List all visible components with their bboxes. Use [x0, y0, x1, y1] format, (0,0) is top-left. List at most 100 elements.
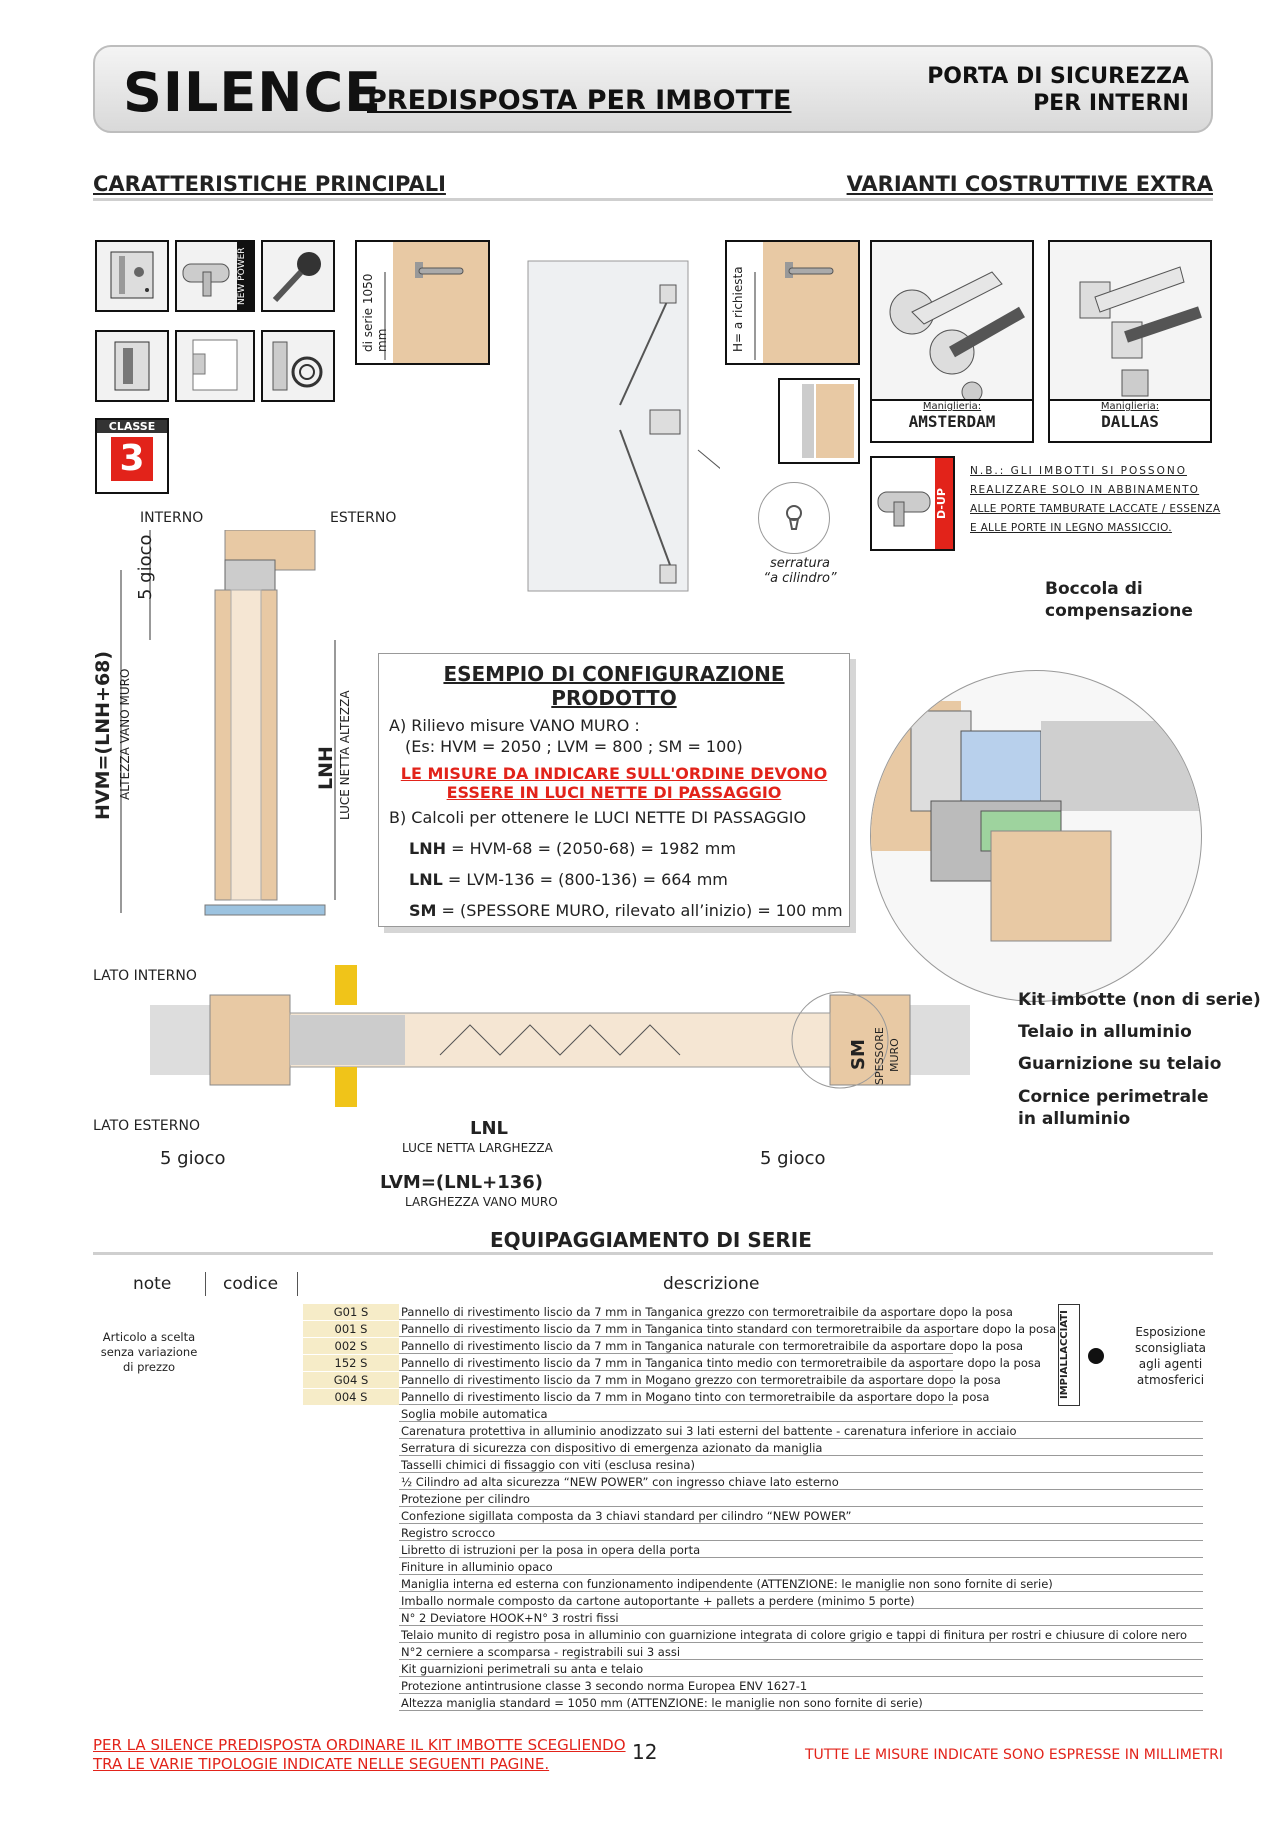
key-thumbnail [261, 240, 335, 312]
example-warning-line2: ESSERE IN LUCI NETTE DI PASSAGGIO [446, 783, 782, 802]
footer-order-line1: PER LA SILENCE PREDISPOSTA ORDINARE IL K… [93, 1736, 626, 1754]
keyhole-icon [786, 505, 802, 530]
lock-caption: serratura “a cilindro” [760, 556, 840, 586]
nb-line: ALLE PORTE TAMBURATE LACCATE / ESSENZA [970, 503, 1221, 515]
nb-line: E ALLE PORTE IN LEGNO MASSICCIO. [970, 522, 1172, 534]
standard-handle-height-thumbnail: di serie 1050 mm [355, 240, 490, 365]
brand-subtitle: PREDISPOSTA PER IMBOTTE [367, 85, 792, 116]
cylinder-lock-detail [758, 482, 830, 554]
callout-cornice: Cornice perimetrale in alluminio [1018, 1086, 1209, 1130]
row-description: Maniglia interna ed esterna con funziona… [401, 1577, 1053, 1591]
impiallacciati-bracket: IMPIALLACCIATI [1058, 1304, 1080, 1406]
handle-caption-label: Maniglieria: [1100, 401, 1160, 412]
table-row: Soglia mobile automatica [93, 1406, 1203, 1422]
row-code: 152 S [303, 1355, 399, 1371]
table-row: Protezione antintrusione classe 3 second… [93, 1678, 1203, 1694]
amsterdam-caption: Maniglieria: AMSTERDAM [872, 399, 1032, 441]
note-line: Articolo a scelta [102, 1330, 196, 1344]
row-rule [399, 1523, 1203, 1524]
key-icon [272, 252, 321, 303]
calc-lnh: LNH = HVM-68 = (2050-68) = 1982 mm [409, 839, 849, 858]
lnl-formula: LNL [470, 1118, 509, 1139]
header-divider [205, 1272, 206, 1296]
footer-units-note: TUTTE LE MISURE INDICATE SONO ESPRESSE I… [805, 1747, 1224, 1763]
row-code: 002 S [303, 1338, 399, 1354]
row-code: G01 S [303, 1304, 399, 1320]
row-description: Carenatura protettiva in alluminio anodi… [401, 1424, 1017, 1438]
calc-expr: = LVM-136 = (800-136) = 664 mm [442, 870, 728, 889]
row-rule [399, 1676, 1203, 1677]
dallas-handle-icon [1079, 266, 1202, 397]
calc-expr: = (SPESSORE MURO, rilevato all’inizio) =… [436, 901, 843, 920]
table-row: Serratura di sicurezza con dispositivo d… [93, 1440, 1203, 1456]
hvm-description: ALTEZZA VANO MURO [118, 668, 132, 800]
handle-variant-amsterdam[interactable]: Maniglieria: AMSTERDAM [870, 240, 1034, 443]
table-row: Kit guarnizioni perimetrali su anta e te… [93, 1661, 1203, 1677]
callout-kit: Kit imbotte (non di serie) [1018, 990, 1261, 1010]
nb-line: REALIZZARE SOLO IN ABBINAMENTO [970, 484, 1200, 496]
vertical-section-drawing [120, 530, 336, 916]
row-rule [399, 1642, 1203, 1643]
footer-order-line2: TRA LE VARIE TIPOLOGIE INDICATE NELLE SE… [93, 1755, 550, 1773]
d-up-badge: D-UP [935, 458, 953, 549]
lvm-description: LARGHEZZA VANO MURO [405, 1195, 558, 1209]
table-row: Imballo normale composto da cartone auto… [93, 1593, 1203, 1609]
hinge-thumbnail [175, 330, 255, 402]
door-edge-icon [802, 384, 854, 458]
row-description: Altezza maniglia standard = 1050 mm (ATT… [401, 1696, 923, 1710]
section-main-features: CARATTERISTICHE PRINCIPALI [93, 172, 446, 196]
lock-caption-line1: serratura [769, 556, 831, 571]
spring-icon [272, 341, 323, 391]
row-description: ½ Cilindro ad alta sicurezza “NEW POWER”… [401, 1475, 839, 1489]
row-rule [399, 1387, 953, 1388]
new-power-badge: NEW POWER [237, 242, 253, 310]
lock-plate-icon [114, 341, 150, 391]
lock-caption-line2: “a cilindro” [763, 571, 837, 586]
row-rule [399, 1506, 1203, 1507]
callout-cornice-line1: Cornice perimetrale [1018, 1087, 1209, 1107]
row-description: Telaio munito di registro posa in allumi… [401, 1628, 1188, 1642]
lvm-formula: LVM=(LNL+136) [380, 1172, 544, 1193]
product-type-line2: PER INTERNI [1033, 91, 1189, 116]
door-handle-icon [754, 242, 858, 363]
nb-line: N.B.: GLI IMBOTTI SI POSSONO [970, 465, 1187, 477]
table-row: Confezione sigillata composta da 3 chiav… [93, 1508, 1203, 1524]
row-description: Protezione antintrusione classe 3 second… [401, 1679, 808, 1693]
exposure-line: agli agenti [1138, 1357, 1203, 1371]
row-rule [399, 1710, 1203, 1711]
lnh-formula: LNH [315, 746, 337, 790]
product-type-line1: PORTA DI SICUREZZA [927, 64, 1189, 89]
header-divider [297, 1272, 298, 1296]
class-3-badge: CLASSE 3 [95, 418, 169, 494]
class-label: CLASSE [97, 420, 167, 433]
page-number: 12 [632, 1740, 658, 1764]
row-rule [399, 1659, 1203, 1660]
row-description: Libretto di istruzioni per la posa in op… [401, 1543, 701, 1557]
exposure-line: sconsigliata [1134, 1341, 1207, 1355]
lock-thumbnail [95, 240, 169, 312]
row-rule [399, 1608, 1203, 1609]
calc-key: SM [409, 901, 437, 920]
row-rule [399, 1591, 1203, 1592]
callout-telaio: Telaio in alluminio [1018, 1022, 1192, 1042]
row-description: Pannello di rivestimento liscio da 7 mm … [401, 1305, 1013, 1319]
handle-variant-dallas[interactable]: Maniglieria: DALLAS [1048, 240, 1212, 443]
row-description: Serratura di sicurezza con dispositivo d… [401, 1441, 823, 1455]
column-header-code: codice [223, 1274, 279, 1294]
row-code: 004 S [303, 1389, 399, 1405]
lock-icon [110, 251, 154, 299]
handle-name: AMSTERDAM [908, 412, 996, 431]
hinge-icon [192, 339, 238, 391]
table-row: Telaio munito di registro posa in allumi… [93, 1627, 1203, 1643]
gioco-left-label: 5 gioco [160, 1148, 226, 1169]
door-edge-thumbnail [778, 378, 860, 464]
note-line: senza variazione [100, 1345, 198, 1359]
table-row: Registro scrocco [93, 1525, 1203, 1541]
row-description: Finiture in alluminio opaco [401, 1560, 553, 1574]
calc-lnl: LNL = LVM-136 = (800-136) = 664 mm [409, 870, 849, 889]
lnh-description: LUCE NETTA ALTEZZA [338, 690, 352, 820]
